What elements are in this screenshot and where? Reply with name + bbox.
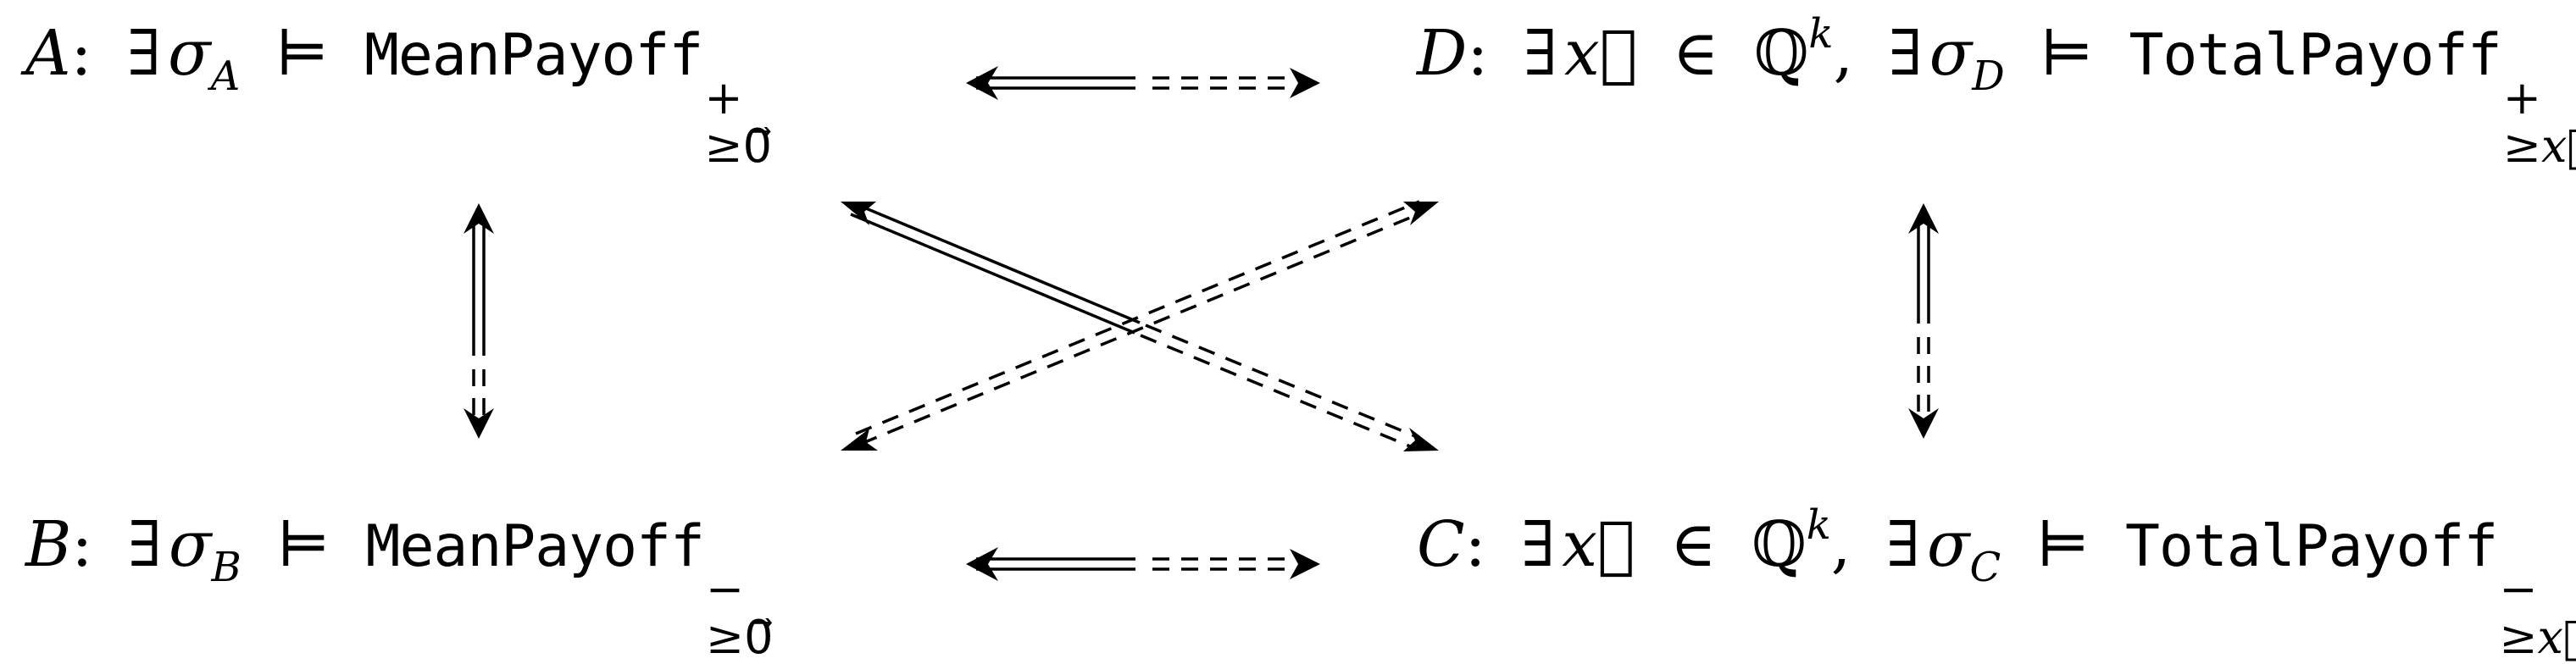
- edge-b-c-head-right: [1290, 549, 1320, 579]
- edge-b-d-dashed-2: [860, 210, 1425, 445]
- node-d-field: ℚ: [1753, 17, 1809, 90]
- node-b-letter: B: [25, 508, 72, 581]
- node-b-sign: −: [705, 562, 745, 616]
- node-c-strategy: σ: [1927, 508, 1970, 581]
- edge-a-c-head-c: [1403, 428, 1439, 451]
- edge-d-c-head-top: [1908, 203, 1939, 234]
- node-d-strategy-index: D: [1972, 53, 2005, 100]
- node-c-letter: C: [1417, 508, 1465, 581]
- node-c-in: ∈: [1669, 508, 1717, 581]
- node-d-objective: TotalPayoff: [2129, 22, 2501, 89]
- edge-a-c-dashed-2: [1140, 334, 1415, 450]
- node-b-objective: MeanPayoff: [365, 513, 705, 580]
- edge-a-c-solid-2: [850, 213, 1135, 335]
- node-d-comma: ,: [1833, 17, 1854, 90]
- node-a-objective: MeanPayoff: [364, 22, 703, 89]
- edge-a-c-dashed-1: [1145, 324, 1420, 440]
- node-b-exists: ∃: [127, 508, 163, 581]
- edge-a-c-solid-1: [855, 202, 1141, 324]
- edge-b-c-head-left: [966, 547, 998, 581]
- node-c-field: ℚ: [1752, 508, 1807, 581]
- node-b-models: ⊨: [276, 508, 330, 581]
- node-d-strategy: σ: [1929, 17, 1973, 90]
- node-a: A: ∃σA ⊨ MeanPayoff+≥0⃗: [25, 22, 772, 170]
- edges-layer: D (diagonal, dashed) -->: [464, 66, 1939, 581]
- node-c-exists-2: ∃: [1885, 508, 1921, 581]
- node-a-strategy: σ: [168, 17, 211, 90]
- edge-a-b: [464, 203, 494, 439]
- node-d-vector: x⃗: [1563, 17, 1638, 90]
- node-a-exists: ∃: [126, 17, 162, 90]
- edge-b-d: [841, 200, 1439, 451]
- node-c-objective: TotalPayoff: [2124, 513, 2498, 580]
- node-c-exists: ∃: [1521, 508, 1556, 581]
- edge-a-b-head-bottom: [464, 408, 494, 439]
- node-c-comma: ,: [1830, 508, 1852, 581]
- node-d-threshold: ≥x⃗: [2502, 119, 2576, 173]
- node-d-exists: ∃: [1523, 17, 1557, 90]
- node-d: D: ∃x⃗ ∈ ℚk, ∃σD ⊨ TotalPayoff+≥x⃗: [1417, 14, 2576, 173]
- node-b-colon: :: [71, 508, 93, 581]
- implication-diagram: A: ∃σA ⊨ MeanPayoff+≥0⃗ D: ∃x⃗ ∈ ℚk, ∃σD…: [25, 14, 2576, 661]
- node-c-strategy-index: C: [1969, 544, 2001, 591]
- node-d-letter: D: [1417, 17, 1468, 90]
- node-c-colon: :: [1464, 508, 1486, 581]
- edge-b-d-dashed-1: [855, 200, 1420, 435]
- node-d-field-power: k: [1808, 10, 1834, 58]
- edge-d-c-head-bottom: [1908, 408, 1939, 439]
- node-a-threshold: ≥0⃗: [704, 119, 772, 173]
- node-c-vector: x⃗: [1562, 508, 1635, 581]
- node-a-letter: A: [25, 17, 71, 90]
- node-b-strategy-index: B: [211, 544, 242, 591]
- edge-b-d-head-b: [841, 429, 878, 451]
- node-d-colon: :: [1467, 17, 1489, 90]
- node-d-models: ⊨: [2040, 17, 2094, 90]
- node-c-models: ⊨: [2035, 508, 2090, 581]
- edge-a-d-head-left: [966, 66, 998, 100]
- edge-a-d: [966, 66, 1320, 100]
- node-a-sign: +: [704, 71, 743, 125]
- edge-a-d-head-right: [1290, 68, 1320, 98]
- edge-d-c: [1908, 203, 1939, 439]
- edge-a-b-head-top: [464, 203, 494, 234]
- node-a-models: ⊨: [275, 17, 330, 90]
- edge-b-d-head-d: [1403, 202, 1439, 225]
- node-d-sign: +: [2502, 71, 2542, 125]
- node-b: B: ∃σB ⊨ MeanPayoff−≥0⃗: [25, 513, 774, 661]
- node-d-in: ∈: [1672, 17, 1719, 90]
- node-c-sign: −: [2499, 562, 2538, 616]
- node-b-strategy: σ: [169, 508, 212, 581]
- edge-b-c: [966, 547, 1320, 581]
- edge-a-c: [841, 202, 1439, 451]
- node-a-strategy-index: A: [210, 53, 241, 100]
- node-a-colon: :: [70, 17, 92, 90]
- node-c-field-power: k: [1806, 501, 1831, 549]
- node-d-exists-2: ∃: [1888, 17, 1923, 90]
- edge-a-c-head-a: [841, 202, 876, 225]
